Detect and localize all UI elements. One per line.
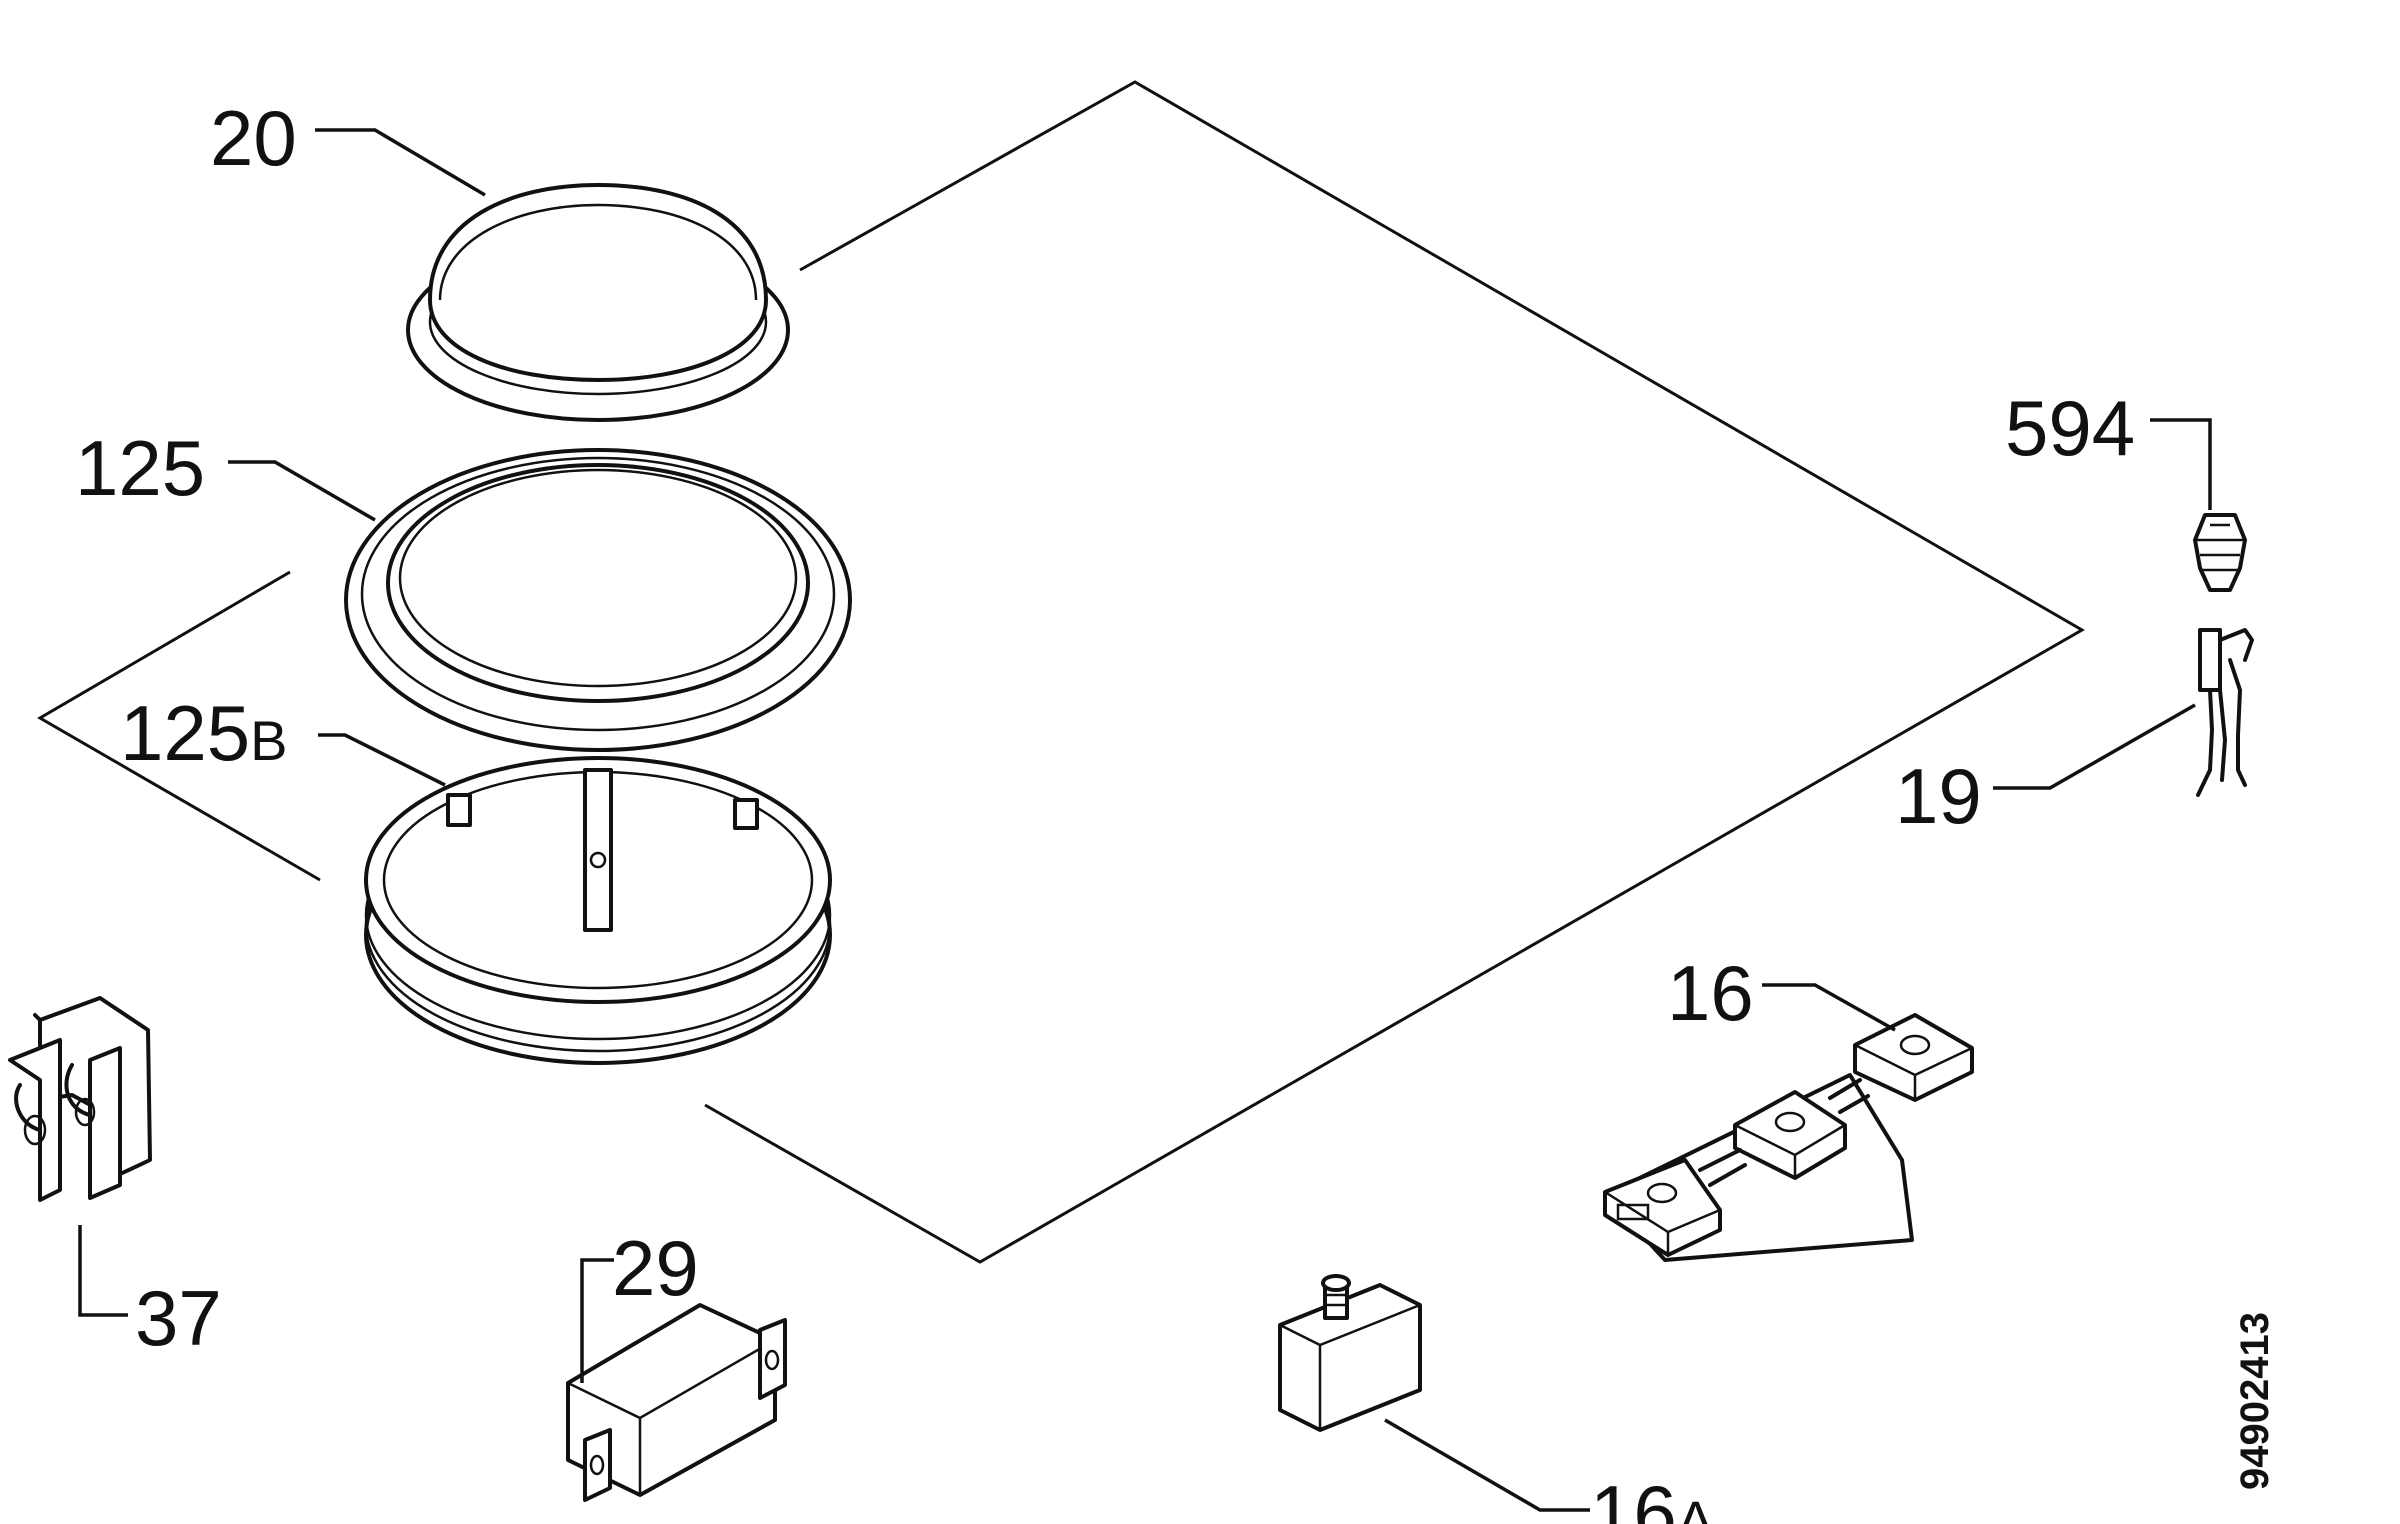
callout-29: 29 [612, 1224, 699, 1312]
clip-bracket-part-37 [8, 996, 152, 1202]
callout-37: 37 [135, 1274, 222, 1362]
callout-125b: 125B [120, 689, 288, 777]
bracket-part-29 [566, 1303, 787, 1502]
hob-plate-outline [37, 80, 2086, 1264]
callout-16: 16 [1667, 949, 1754, 1037]
burner-base-part-125b [364, 756, 832, 1065]
leader-lines [78, 128, 2212, 1512]
burner-cap-part-20 [406, 183, 790, 422]
callout-125b-number: 125 [120, 689, 250, 777]
callout-16a: 16A [1590, 1469, 1715, 1524]
callout-125b-suffix: B [250, 709, 287, 772]
callout-20: 20 [210, 94, 297, 182]
switch-strip-part-16 [1603, 1013, 1974, 1262]
switch-block-part-16a [1278, 1274, 1422, 1432]
callout-16a-suffix: A [1677, 1489, 1715, 1524]
ring-gasket-part-125 [344, 448, 852, 752]
callout-594: 594 [2005, 384, 2135, 472]
electrode-part-19 [2196, 628, 2254, 797]
nozzle-part-594 [2193, 513, 2247, 592]
callout-19: 19 [1895, 752, 1982, 840]
callout-16a-number: 16 [1590, 1469, 1677, 1524]
callout-125: 125 [75, 424, 205, 512]
reference-code: 94902413 [2233, 1312, 2277, 1490]
